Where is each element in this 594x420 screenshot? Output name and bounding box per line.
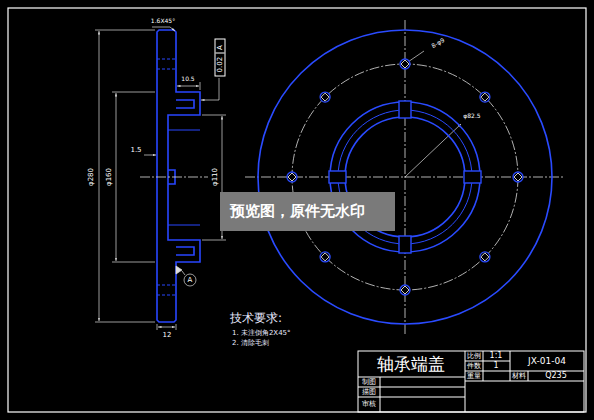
node-text: 预览图，原件无水印 — [230, 204, 385, 219]
dimension-lines — [95, 27, 461, 330]
bolt-hole — [480, 92, 490, 102]
note-text: 2. 清除毛刺 — [232, 340, 269, 347]
hole-callout: 8-φ9 — [431, 37, 446, 49]
table-cell: Q235 — [545, 372, 567, 380]
table-cell: 重量 — [467, 373, 481, 380]
dimension-text: φ280 — [88, 168, 95, 186]
dimension-text: 10.5 — [181, 76, 194, 82]
watermark-box: 预览图，原件无水印 — [220, 192, 395, 231]
node-text: A — [216, 42, 225, 54]
bolt-hole — [400, 285, 410, 295]
table-cell: 描图 — [362, 389, 376, 396]
front-view — [258, 30, 552, 324]
bolt-hole — [480, 252, 490, 262]
bolt-hole — [320, 252, 330, 262]
dimension-text: φ82.5 — [463, 113, 480, 119]
table-cell: 1:1 — [490, 352, 503, 360]
key-slot — [464, 171, 481, 183]
bolt-hole — [320, 92, 330, 102]
drawing-title: 轴承端盖 — [377, 356, 445, 373]
table-cell: 比例 — [467, 353, 481, 360]
node-text: 0.02 — [216, 53, 225, 75]
table-cell: 审核 — [362, 401, 376, 408]
table-cell: 制图 — [362, 379, 376, 386]
center-lines — [140, 20, 565, 335]
chamfer-note: 1.6X45° — [151, 18, 175, 24]
datum-letter: A — [188, 277, 193, 284]
tolerance-frame: 0.02A — [215, 38, 226, 76]
dimension-text: φ110 — [212, 168, 219, 186]
dimension-text: 12 — [163, 332, 172, 339]
bolt-hole — [400, 59, 410, 69]
drawing-number: JX-01-04 — [528, 357, 566, 366]
holes-and-slots — [287, 59, 523, 295]
bolt-hole — [513, 172, 523, 182]
table-cell: 材料 — [512, 373, 526, 380]
table-cell: 件数 — [467, 363, 481, 370]
title-block — [358, 351, 584, 412]
note-heading: 技术要求: — [230, 312, 282, 324]
bolt-hole — [287, 172, 297, 182]
key-slot — [399, 101, 411, 118]
dimension-text: 1.5 — [130, 147, 141, 154]
key-slot — [399, 236, 411, 253]
key-slot — [329, 171, 346, 183]
section-view — [157, 30, 200, 322]
sheet-border — [8, 8, 586, 412]
dimension-text: φ160 — [106, 168, 113, 186]
note-text: 1. 未注倒角2X45° — [232, 330, 291, 337]
table-cell: 1 — [493, 362, 498, 370]
